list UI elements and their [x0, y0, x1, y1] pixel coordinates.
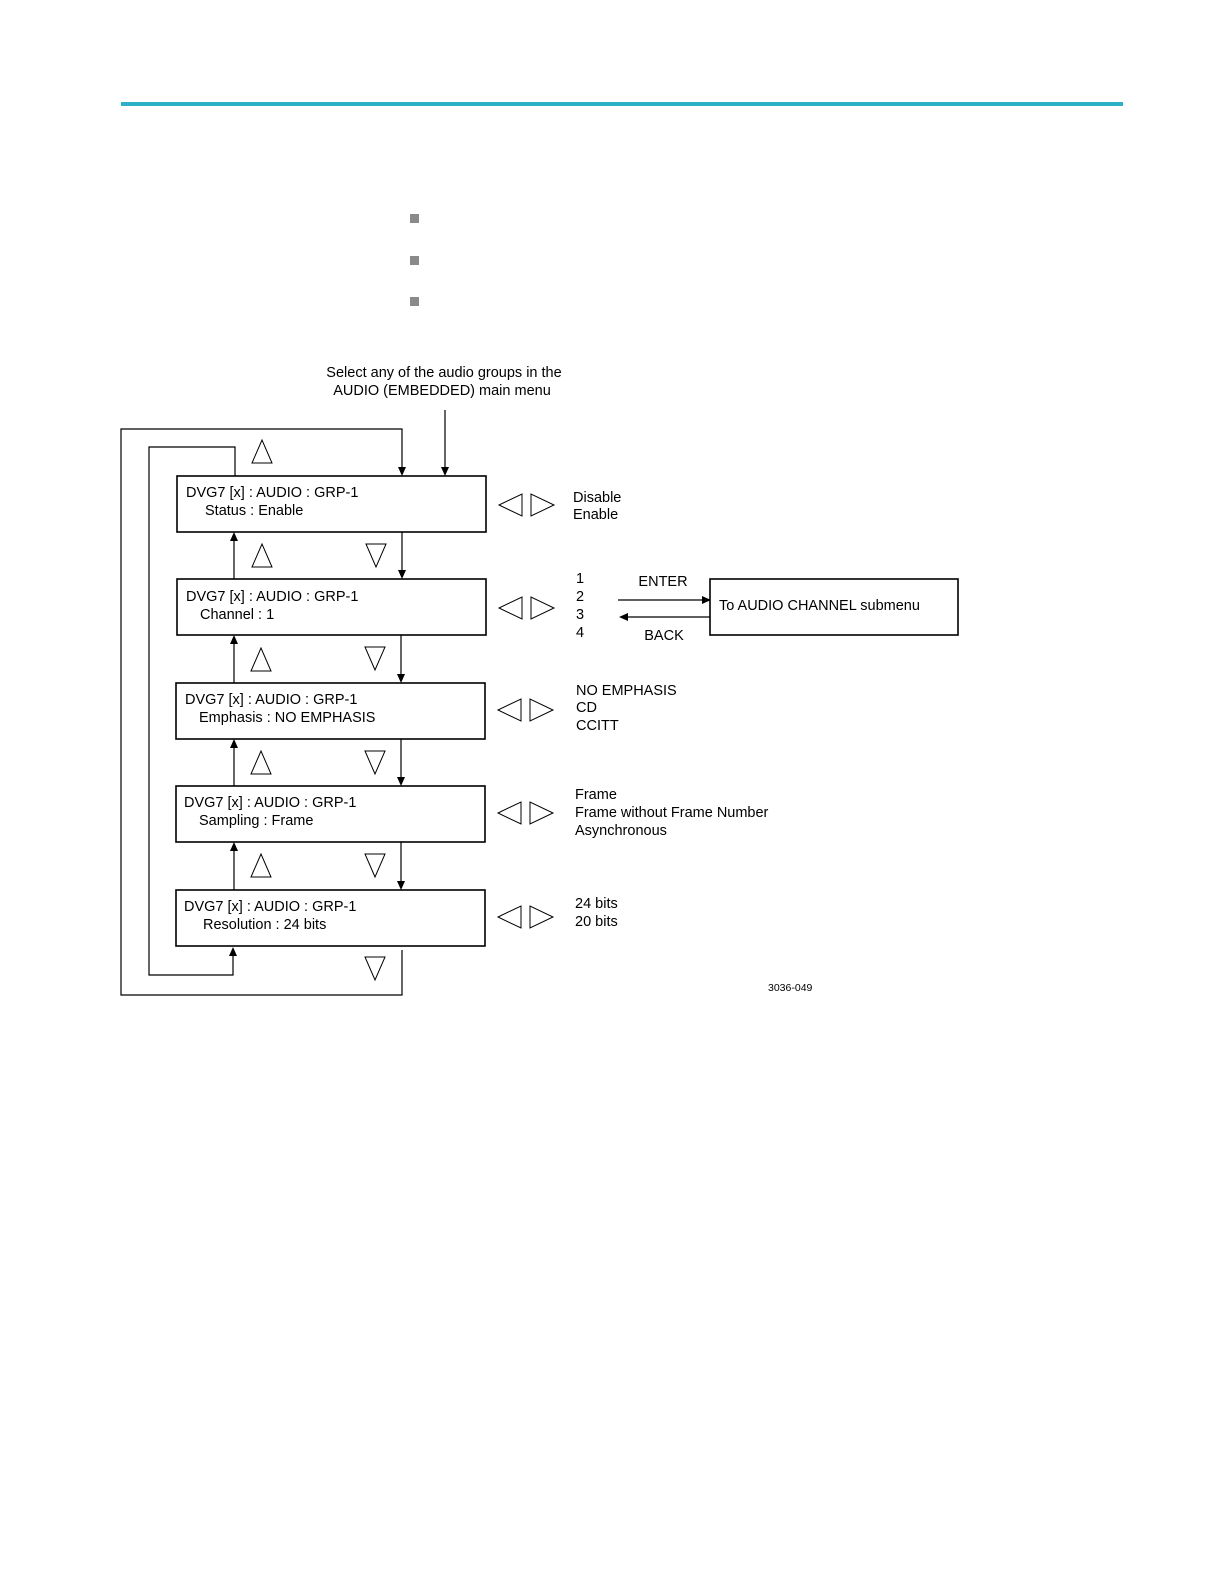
option-label: Frame — [575, 787, 617, 803]
menu-item-status[interactable]: DVG7 [x] : AUDIO : GRP-1 Status : Enable — [176, 475, 487, 533]
bullet-marker-3 — [410, 297, 419, 306]
options-channel: 1 2 3 4 — [576, 571, 584, 641]
option-label: Frame without Frame Number — [575, 805, 769, 821]
menu-item-box — [175, 889, 486, 947]
right-key-icon — [529, 698, 555, 722]
audio-channel-submenu-box[interactable]: To AUDIO CHANNEL submenu — [709, 578, 959, 636]
menu-item-emphasis[interactable]: DVG7 [x] : AUDIO : GRP-1 Emphasis : NO E… — [175, 682, 486, 740]
right-key-icon — [529, 801, 555, 825]
menu-item-box — [176, 475, 487, 533]
header-rule — [121, 102, 1123, 106]
options-status: Disable Enable — [573, 490, 621, 523]
entry-arrow-head — [441, 467, 449, 476]
option-label: 4 — [576, 625, 584, 641]
enter-arrow-head — [702, 596, 711, 604]
down-key-icon — [364, 646, 386, 672]
inner-loop-line — [148, 446, 236, 976]
down-connector-head — [397, 777, 405, 786]
submenu-box — [709, 578, 959, 636]
down-connector-head — [397, 881, 405, 890]
option-label: NO EMPHASIS — [576, 683, 677, 699]
option-label: 1 — [576, 571, 584, 587]
up-key-icon — [250, 749, 272, 775]
menu-item-box — [175, 785, 486, 843]
figure-id: 3036-049 — [768, 982, 813, 994]
option-label: CD — [576, 700, 597, 716]
option-label: CCITT — [576, 718, 619, 734]
right-key-icon — [530, 596, 556, 620]
left-right-key-icons — [496, 493, 556, 929]
back-arrow-head — [619, 613, 628, 621]
down-key-icon — [364, 853, 386, 879]
left-key-icon — [497, 596, 523, 620]
down-key-icon — [365, 543, 387, 569]
enter-label: ENTER — [638, 574, 687, 590]
option-label: Enable — [573, 507, 618, 523]
option-label: Disable — [573, 490, 621, 506]
outer-loop-arrow-head — [398, 467, 406, 476]
down-key-icon — [364, 750, 386, 776]
option-label: 2 — [576, 589, 584, 605]
up-connector-head — [230, 842, 238, 851]
menu-item-setting: Status : Enable — [205, 503, 303, 519]
up-key-icon — [251, 438, 273, 464]
options-emphasis: NO EMPHASIS CD CCITT — [576, 683, 677, 734]
submenu-label: To AUDIO CHANNEL submenu — [719, 598, 920, 614]
option-label: 3 — [576, 607, 584, 623]
menu-item-title: DVG7 [x] : AUDIO : GRP-1 — [186, 485, 358, 501]
menu-item-setting: Channel : 1 — [200, 607, 274, 623]
left-key-icon — [496, 905, 522, 929]
down-connector-head — [397, 674, 405, 683]
down-key-icon — [364, 956, 386, 982]
outer-loop-line — [120, 428, 403, 996]
option-label: 24 bits — [575, 896, 618, 912]
caption-line-2: AUDIO (EMBEDDED) main menu — [333, 383, 551, 399]
right-key-icon — [530, 493, 556, 517]
up-connector-head — [230, 739, 238, 748]
left-key-icon — [496, 801, 522, 825]
menu-item-title: DVG7 [x] : AUDIO : GRP-1 — [184, 795, 356, 811]
menu-item-sampling[interactable]: DVG7 [x] : AUDIO : GRP-1 Sampling : Fram… — [175, 785, 486, 843]
inner-loop-arrow-head — [229, 947, 237, 956]
left-key-icon — [496, 698, 522, 722]
menu-item-setting: Emphasis : NO EMPHASIS — [199, 710, 375, 726]
menu-item-box — [175, 682, 486, 740]
option-label: Asynchronous — [575, 823, 667, 839]
menu-item-setting: Sampling : Frame — [199, 813, 313, 829]
up-key-icon — [250, 852, 272, 878]
bullet-marker-2 — [410, 256, 419, 265]
up-connector-head — [230, 635, 238, 644]
menu-item-title: DVG7 [x] : AUDIO : GRP-1 — [185, 692, 357, 708]
left-key-icon — [497, 493, 523, 517]
option-label: 20 bits — [575, 914, 618, 930]
menu-item-channel[interactable]: DVG7 [x] : AUDIO : GRP-1 Channel : 1 — [176, 578, 487, 636]
right-key-icon — [529, 905, 555, 929]
caption-line-1: Select any of the audio groups in the — [326, 365, 561, 381]
back-label: BACK — [644, 628, 684, 644]
menu-item-title: DVG7 [x] : AUDIO : GRP-1 — [186, 589, 358, 605]
up-key-icon — [251, 542, 273, 568]
down-connector-head — [398, 570, 406, 579]
menu-item-setting: Resolution : 24 bits — [203, 917, 326, 933]
options-resolution: 24 bits 20 bits — [575, 896, 618, 930]
menu-item-box — [176, 578, 487, 636]
up-key-icon — [250, 646, 272, 672]
bullet-marker-1 — [410, 214, 419, 223]
up-connector-head — [230, 532, 238, 541]
options-sampling: Frame Frame without Frame Number Asynchr… — [575, 787, 769, 839]
menu-item-title: DVG7 [x] : AUDIO : GRP-1 — [184, 899, 356, 915]
menu-item-resolution[interactable]: DVG7 [x] : AUDIO : GRP-1 Resolution : 24… — [175, 889, 486, 947]
